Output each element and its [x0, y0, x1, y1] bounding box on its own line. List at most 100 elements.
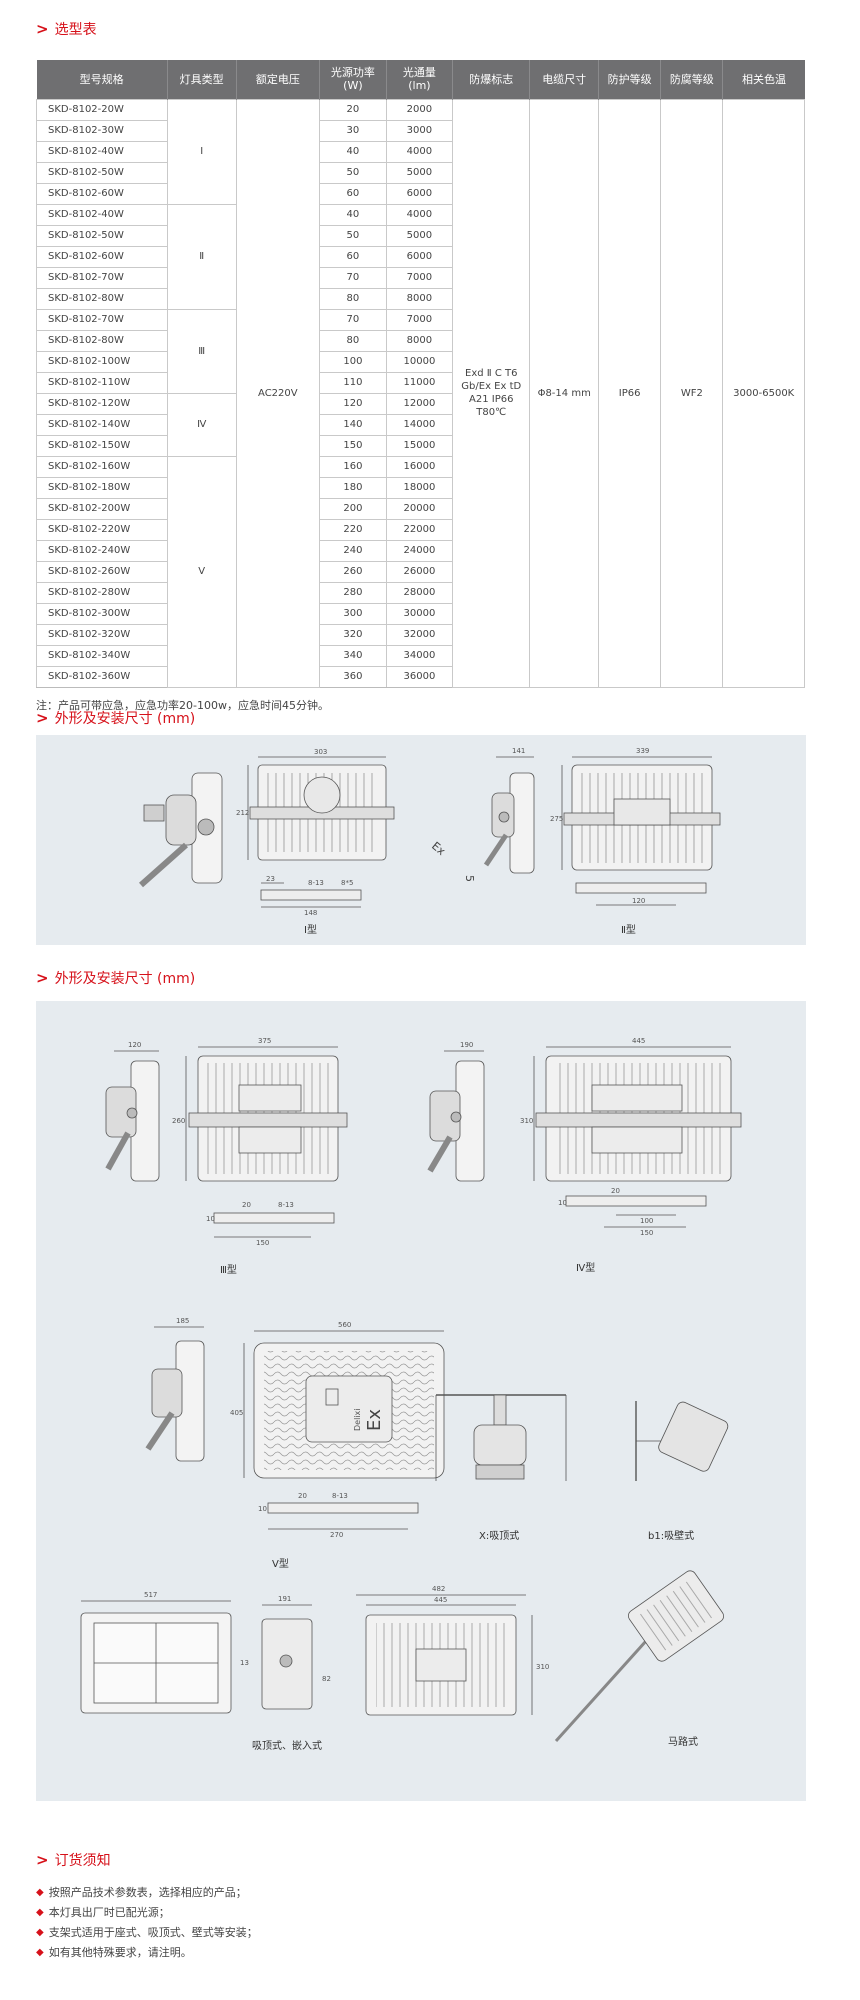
table-cell: 240	[319, 539, 387, 562]
embed-w1-dim: 517	[144, 1591, 157, 1599]
table-cell: 20	[319, 98, 387, 121]
dimension-panel-2: 120 375 260 20 8-13 10 150 Ⅲ型 190 445 3	[36, 1001, 806, 1801]
table-cell: SKD-8102-70W	[36, 266, 168, 289]
table-cell: 70	[319, 266, 387, 289]
table-cell: 150	[319, 434, 387, 457]
table-cell: 50	[319, 161, 387, 184]
type1-height-dim: 212	[236, 809, 249, 817]
table-cell: 20000	[385, 497, 454, 520]
type1-width-dim: 303	[314, 748, 327, 756]
table-cell: 260	[319, 560, 387, 583]
table-cell: 28000	[385, 581, 454, 604]
spec-table: 型号规格灯具类型额定电压光源功率 (W)光通量 (lm)防爆标志电缆尺寸防护等级…	[36, 60, 805, 688]
table-cell: SKD-8102-80W	[36, 287, 168, 310]
table-cell: Ⅴ	[166, 455, 237, 688]
type3-dim-e: 10	[206, 1215, 215, 1223]
type3-caption: Ⅲ型	[220, 1263, 237, 1276]
embed-w2-dim: 191	[278, 1595, 291, 1603]
table-cell: SKD-8102-180W	[36, 476, 168, 499]
bullet-diamond-icon: ◆	[36, 1946, 44, 1958]
embed-n1-dim: 13	[240, 1659, 249, 1667]
table-cell: 3000-6500K	[722, 98, 805, 688]
type3-height-dim: 260	[172, 1117, 185, 1125]
list-item-text: 本灯具出厂时已配光源；	[48, 1906, 170, 1919]
list-item: ◆支架式适用于座式、吸顶式、壁式等安装；	[36, 1922, 258, 1942]
type5-dim-b: 270	[330, 1531, 343, 1539]
table-cell: 8000	[385, 287, 454, 310]
table-cell: 220	[319, 518, 387, 541]
type4-dim-a: 20	[611, 1187, 620, 1195]
list-item-text: 如有其他特殊要求，请注明。	[48, 1946, 192, 1959]
table-cell: SKD-8102-360W	[36, 665, 168, 688]
table-header-cell: 型号规格	[36, 60, 168, 99]
dimension-drawing-2: 120 375 260 20 8-13 10 150 Ⅲ型 190 445 3	[80, 1037, 742, 1752]
table-cell: Ⅱ	[166, 203, 237, 310]
bullet-diamond-icon: ◆	[36, 1886, 44, 1898]
table-cell: IP66	[598, 98, 662, 688]
table-cell: Exd Ⅱ C T6 Gb/Ex Ex tD A21 IP66 T80℃	[452, 98, 531, 688]
table-cell: SKD-8102-200W	[36, 497, 168, 520]
chevron-right-icon: >	[36, 709, 49, 727]
table-cell: 8000	[385, 329, 454, 352]
table-cell: 10000	[385, 350, 454, 373]
table-cell: 16000	[385, 455, 454, 478]
list-item: ◆ 如有其他特殊要求，请注明。	[36, 1942, 258, 1962]
table-cell: 70	[319, 308, 387, 331]
number-label: 5	[463, 875, 476, 882]
table-cell: 360	[319, 665, 387, 688]
table-cell: SKD-8102-60W	[36, 245, 168, 268]
type2-width-dim: 339	[636, 747, 649, 755]
table-cell: SKD-8102-300W	[36, 602, 168, 625]
list-item-text: 按照产品技术参数表，选择相应的产品；	[48, 1886, 247, 1899]
table-cell: 11000	[385, 371, 454, 394]
type1-caption: Ⅰ型	[304, 923, 317, 936]
table-header-cell: 电缆尺寸	[529, 60, 599, 99]
table-cell: 110	[319, 371, 387, 394]
ceiling-caption: X:吸顶式	[479, 1529, 519, 1542]
table-cell: SKD-8102-100W	[36, 350, 168, 373]
embed-w4-dim: 445	[434, 1596, 447, 1604]
table-cell: 60	[319, 182, 387, 205]
table-cell: 120	[319, 392, 387, 415]
table-cell: 32000	[385, 623, 454, 646]
bullet-diamond-icon: ◆	[36, 1926, 44, 1938]
table-header-cell: 防爆标志	[452, 60, 530, 99]
type1-dim-d: 8*5	[341, 879, 353, 887]
table-cell: SKD-8102-110W	[36, 371, 168, 394]
dimension-drawing-1: 303 212 23 148 8-13 8*5 Ⅰ型 Ex 5	[139, 747, 721, 936]
type3-dim-a: 20	[242, 1201, 251, 1209]
type3-dim-b: 150	[256, 1239, 269, 1247]
type1-dim-b: 148	[304, 909, 317, 917]
dims-title-2: > 外形及安装尺寸 (mm)	[36, 969, 196, 987]
table-cell: 3000	[385, 119, 454, 142]
type5-depth-dim: 185	[176, 1317, 189, 1325]
ex-label: Ex	[429, 839, 448, 858]
table-cell: 180	[319, 476, 387, 499]
table-cell: 300	[319, 602, 387, 625]
table-cell: SKD-8102-60W	[36, 182, 168, 205]
table-cell: SKD-8102-240W	[36, 539, 168, 562]
table-cell: 4000	[385, 140, 454, 163]
table-cell: 50	[319, 224, 387, 247]
table-cell: 18000	[385, 476, 454, 499]
table-cell: SKD-8102-80W	[36, 329, 168, 352]
embed-w3-dim: 482	[432, 1585, 445, 1593]
type4-caption: Ⅳ型	[576, 1261, 595, 1274]
table-cell: 12000	[385, 392, 454, 415]
table-cell: 14000	[385, 413, 454, 436]
order-title: > 订货须知	[36, 1851, 111, 1869]
table-cell: AC220V	[235, 98, 321, 688]
wall-caption: b1:吸壁式	[648, 1529, 694, 1542]
table-cell: Ⅳ	[166, 392, 237, 457]
